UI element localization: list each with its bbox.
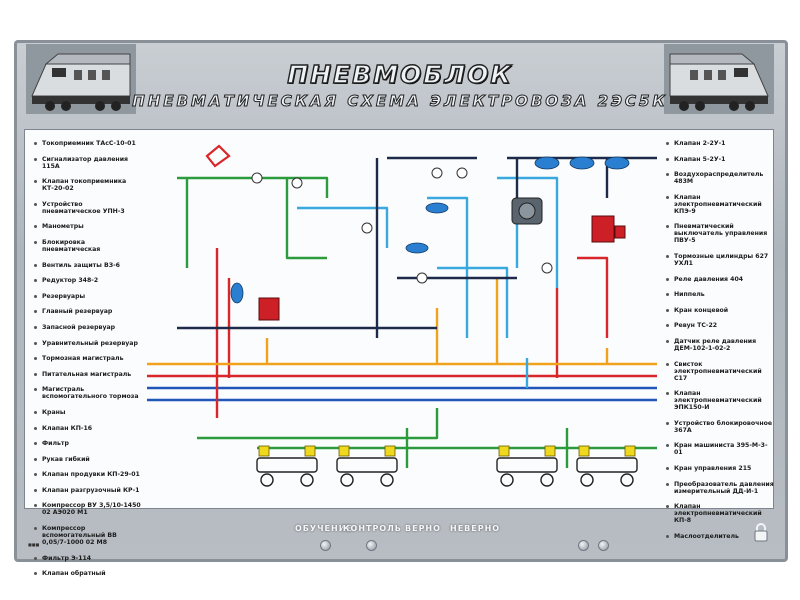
mode-control-button[interactable] [366, 540, 377, 551]
dark-line [177, 156, 517, 338]
pressure-gauge-icon [456, 167, 468, 179]
legend-left-item: Вентиль защиты ВЗ-6 [33, 262, 143, 269]
pneumatic-scheme [147, 144, 657, 487]
legend-left-item: Манометры [33, 223, 143, 230]
legend-left-item: Токоприемник ТАсС-10-01 [33, 140, 143, 147]
bogie-left [256, 457, 398, 487]
indicator-incorrect-button[interactable] [598, 540, 609, 551]
legend-left-item: Рукав гибкий [33, 456, 143, 463]
brake-branch-right [555, 256, 609, 378]
pressure-gauge-icon [291, 177, 303, 189]
brake-cylinder-icon [338, 445, 350, 457]
legend-right-item: Кран концевой [665, 307, 775, 314]
mode-control-label: КОНТРОЛЬ [343, 524, 402, 533]
legend-left-item: Редуктор 348-2 [33, 277, 143, 284]
legend-left-item: Резервуары [33, 293, 143, 300]
pressure-gauge-icon [251, 172, 263, 184]
legend-right-item: Реле давления 404 [665, 276, 775, 283]
legend-left-item: Питательная магистраль [33, 371, 143, 378]
reservoir-icon [534, 156, 560, 170]
compressor-icon [511, 197, 543, 225]
reservoir-icon [425, 202, 449, 214]
legend-left-item: Клапан продувки КП-29-01 [33, 471, 143, 478]
pressure-gauge-icon [361, 222, 373, 234]
brake-cylinder-icon [304, 445, 316, 457]
legend-right-item: Маслоотделитель [665, 533, 775, 540]
legend-left-item: Клапан токоприемника КТ-20-02 [33, 178, 143, 192]
legend-right-item: Клапан электропневматический КП-8 [665, 503, 775, 524]
legend-left-item: Уравнительный резервуар [33, 340, 143, 347]
reservoir-icon [604, 156, 630, 170]
legend-left-item: Сигнализатор давления 115А [33, 156, 143, 170]
legend-right-item: Воздухораспределитель 483М [665, 171, 775, 185]
brake-cylinder-icon [544, 445, 556, 457]
poster-subtitle: ПНЕВМАТИЧЕСКАЯ СХЕМА ЭЛЕКТРОВОЗА 2ЭС5К [132, 92, 668, 111]
legend-left-item: Фильтр Э-114 [33, 555, 143, 562]
legend-right-item: Тормозные цилиндры 627 УХЛ1 [665, 253, 775, 267]
legend-right-item: Клапан электропневматический КПЭ-9 [665, 194, 775, 215]
legend-left-item: Запасной резервуар [33, 324, 143, 331]
pressure-gauge-icon [541, 262, 553, 274]
legend-right-item: Свисток электропневматический С17 [665, 361, 775, 382]
brake-cylinder-icon [578, 445, 590, 457]
legend-right-item: Преобразователь давления измерительный Д… [665, 481, 775, 495]
brake-cylinder-icon [384, 445, 396, 457]
mode-correct-label: ВЕРНО [405, 524, 441, 533]
legend-left-item: Клапан КП-16 [33, 425, 143, 432]
legend-right-item: Клапан электропневматический ЭПК150-И [665, 390, 775, 411]
control-branch [285, 178, 569, 468]
mode-incorrect-label: НЕВЕРНО [450, 524, 501, 533]
legend-left-item: Тормозная магистраль [33, 355, 143, 362]
air-line [297, 196, 509, 338]
lock-icon[interactable] [752, 522, 770, 542]
indicator-correct-button[interactable] [578, 540, 589, 551]
legend-left-item: Компрессор вспомогательный ВВ 0,05/7-100… [33, 525, 143, 546]
legend-right-item: Пневматический выключатель управления ПВ… [665, 223, 775, 244]
legend-left-item: Главный резервуар [33, 308, 143, 315]
reservoir-icon [230, 282, 244, 304]
legend-right-item: Устройство блокировочное 367А [665, 420, 775, 434]
poster-title: ПНЕВМОБЛОК [286, 59, 513, 89]
locomotive-left-image [26, 44, 136, 114]
reservoir-icon [405, 242, 429, 254]
legend-left-item: Клапан обратный [33, 570, 143, 577]
pressure-gauge-icon [431, 167, 443, 179]
legend-left-item: Клапан разгрузочный КР-1 [33, 487, 143, 494]
valve-block-icon [258, 297, 280, 321]
pressure-gauge-icon [416, 272, 428, 284]
locomotive-right-image [664, 44, 774, 114]
pantograph-icon [205, 144, 231, 168]
bogie-right [496, 457, 638, 487]
legend-right-item: Датчик реле давления ДЕМ-102-1-02-2 [665, 338, 775, 352]
legend-left-item: Компрессор ВУ 3,5/10-1450 02 АЭ020 М1 [33, 502, 143, 516]
mode-learning-button[interactable] [320, 540, 331, 551]
brake-branch-left [215, 248, 231, 418]
legend-right-item: Ревун ТС-22 [665, 322, 775, 329]
legend-right-item: Кран машиниста 395-М-3-01 [665, 442, 775, 456]
legend-right-item: Ниппель [665, 291, 775, 298]
legend-left-item: Блокировка пневматическая [33, 239, 143, 253]
legend-right-item: Клапан 5-2У-1 [665, 156, 775, 163]
legend-left-item: Краны [33, 409, 143, 416]
brake-cylinder-icon [258, 445, 270, 457]
aux-brake-branch [265, 278, 609, 364]
legend-left-item: Магистраль вспомогательного тормоза [33, 386, 143, 400]
legend-right-item: Клапан 2-2У-1 [665, 140, 775, 147]
air-distributor-icon [591, 215, 626, 243]
control-line [177, 176, 657, 450]
brake-cylinder-icon [624, 445, 636, 457]
brand-footer-logo: ■■■ [28, 542, 40, 547]
reservoir-icon [569, 156, 595, 170]
mode-learning-label: ОБУЧЕНИЕ [295, 524, 353, 533]
brake-cylinder-icon [498, 445, 510, 457]
legend-right-item: Кран управления 215 [665, 465, 775, 472]
legend-left-item: Фильтр [33, 440, 143, 447]
legend-left-item: Устройство пневматическое УПН-3 [33, 201, 143, 215]
